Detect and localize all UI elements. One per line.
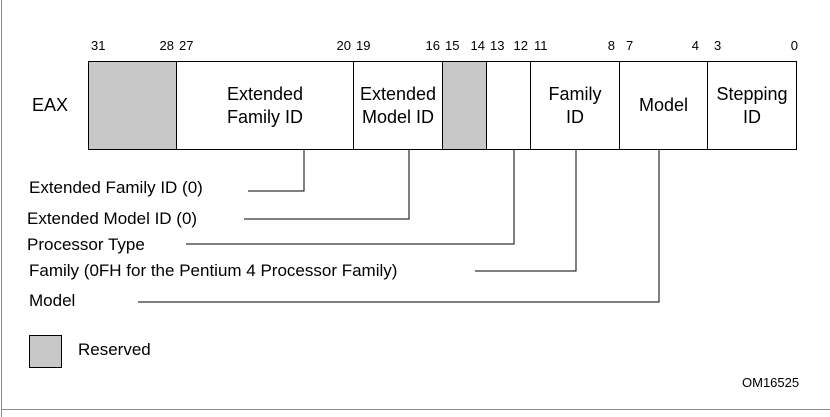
bit-number-8: 8 — [607, 38, 615, 53]
bit-number-19: 19 — [356, 38, 371, 53]
leader-model — [138, 150, 660, 303]
leader-extended-model-id — [244, 150, 410, 220]
field-extended-family-id: Extended Family ID — [176, 61, 354, 150]
field-stepping-id: Stepping ID — [707, 61, 797, 150]
legend-reserved-label: Reserved — [78, 340, 151, 359]
callout-family: Family (0FH for the Pentium 4 Processor … — [29, 261, 398, 280]
bit-number-0: 0 — [790, 38, 798, 53]
callout-model: Model — [29, 291, 76, 310]
callout-extended-model-id: Extended Model ID (0) — [27, 209, 198, 228]
field-model-label: Model — [638, 95, 689, 115]
bit-number-4: 4 — [691, 38, 699, 53]
figure-id: OM16525 — [742, 375, 800, 390]
bit-number-16: 16 — [425, 38, 440, 53]
bit-number-20: 20 — [336, 38, 351, 53]
bit-number-13: 13 — [490, 38, 505, 53]
bit-number-11: 11 — [534, 38, 548, 53]
bit-number-15: 15 — [445, 38, 460, 53]
bit-number-27: 27 — [179, 38, 194, 53]
frame-bottom-border — [1, 409, 830, 410]
callout-extended-family-id: Extended Family ID (0) — [29, 178, 203, 197]
field-reserved-high — [88, 61, 177, 150]
bit-number-3: 3 — [714, 38, 722, 53]
field-extended-family-id-label: Extended Family ID — [226, 83, 304, 127]
register-label: EAX — [32, 95, 69, 115]
bit-number-7: 7 — [626, 38, 634, 53]
bit-number-12: 12 — [513, 38, 528, 53]
frame-left-border — [1, 0, 2, 417]
leader-processor-type — [186, 150, 515, 245]
leader-family — [475, 150, 577, 272]
field-family-id-label: Family ID — [548, 83, 602, 127]
callout-processor-type: Processor Type — [27, 235, 145, 254]
field-extended-model-id-label: Extended Model ID — [359, 83, 437, 127]
leader-extended-family-id — [248, 150, 305, 192]
bit-number-28: 28 — [159, 38, 174, 53]
field-family-id: Family ID — [530, 61, 620, 150]
legend-reserved-swatch — [29, 335, 62, 368]
bit-number-31: 31 — [91, 38, 106, 53]
field-stepping-id-label: Stepping ID — [716, 83, 788, 127]
bit-number-14: 14 — [470, 38, 485, 53]
